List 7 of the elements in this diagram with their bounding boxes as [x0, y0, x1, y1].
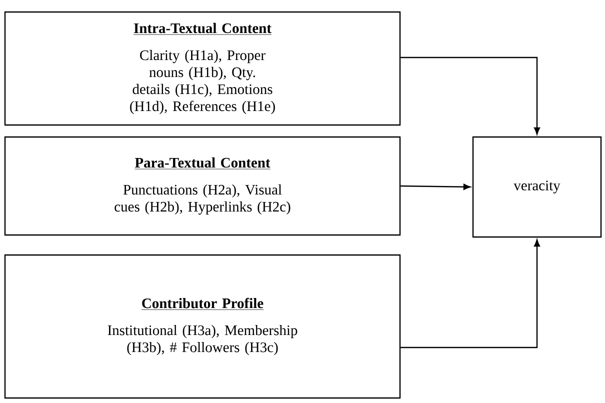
outcome-box: veracity — [472, 136, 602, 238]
factor-box: Contributor Profile Institutional (H3a), Membership (H3b), # Followers (H3c) — [4, 254, 401, 399]
arrow — [400, 56, 540, 135]
arrow — [400, 239, 540, 348]
factor-box: Intra-Textual Content Clarity (H1a), Proper nouns (H1b), Qty. details (H1c), Emotions (H1d), References (H1e) — [4, 11, 401, 126]
arrow — [400, 184, 471, 190]
factor-box: Para-Textual Content Punctuations (H2a), Visual cues (H2b), Hyperlinks (H2c) — [4, 136, 401, 236]
